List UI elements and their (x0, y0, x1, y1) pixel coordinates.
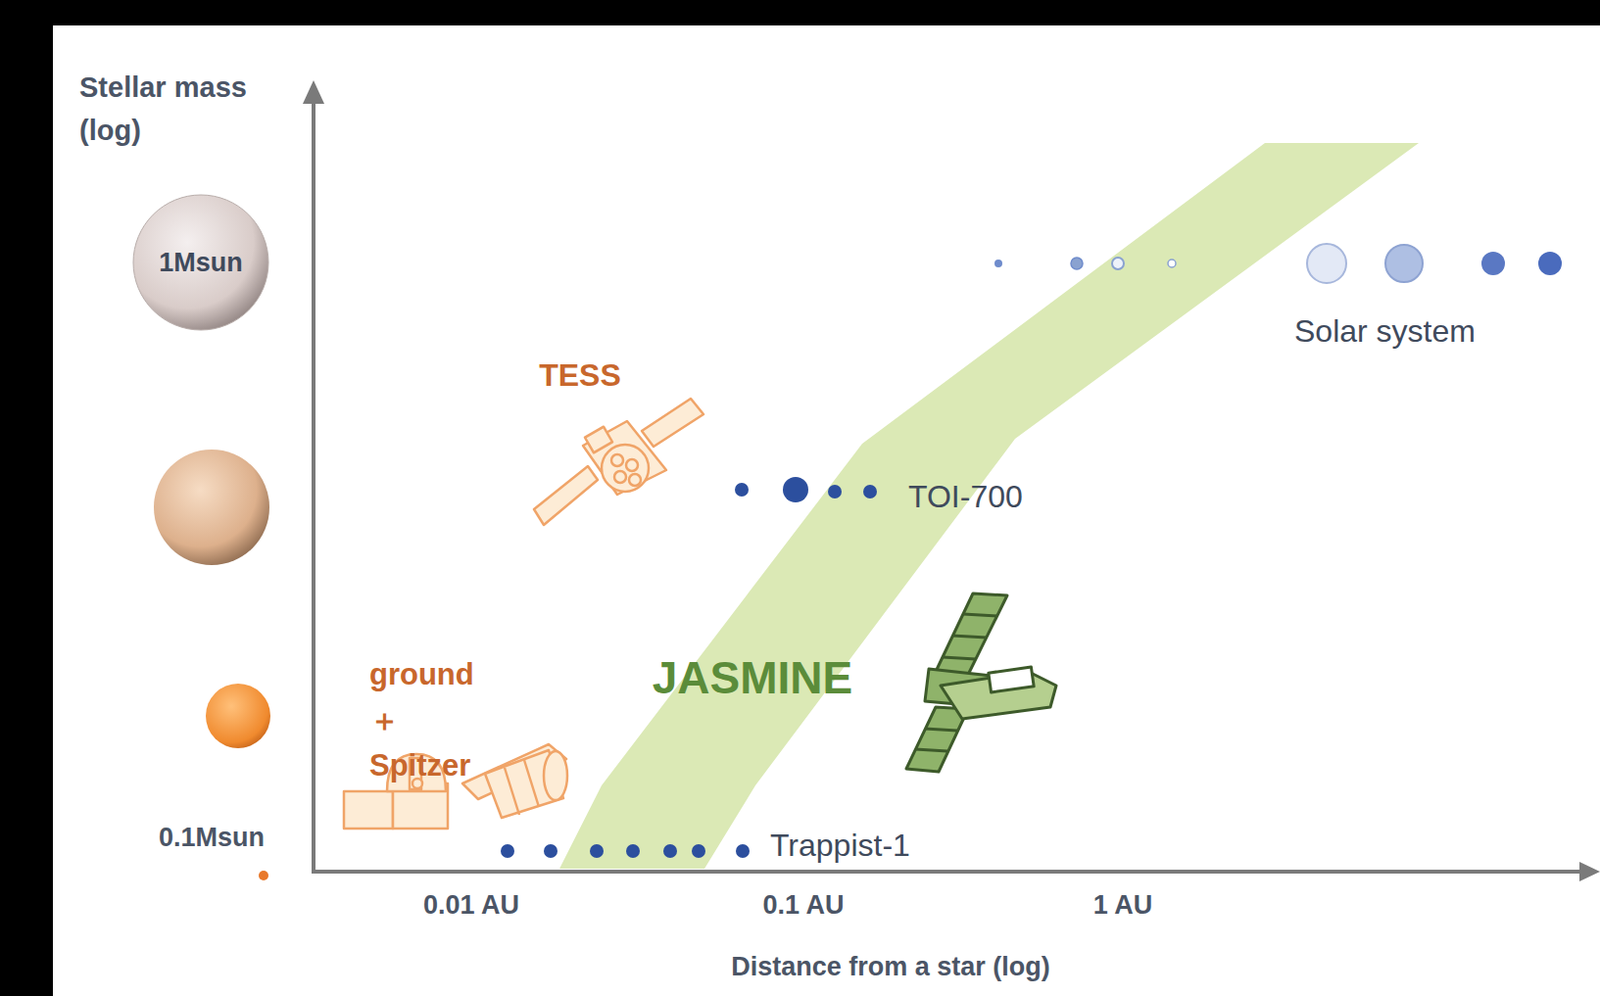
habitable-band (559, 143, 1419, 870)
star-circle: 1Msun (132, 193, 270, 332)
spitzer-telescope (462, 744, 568, 819)
star-sphere (153, 449, 270, 566)
jasmine-satellite (906, 593, 1057, 773)
system-label: TOI-700 (908, 478, 1023, 516)
system-label: Solar system (1294, 312, 1476, 350)
star-sphere (205, 683, 271, 749)
star-sphere (258, 871, 269, 881)
tick-label: 0.1Msun (158, 822, 265, 854)
system-label: Trappist-1 (770, 826, 911, 865)
mission-label: TESS (538, 356, 622, 394)
tick-label: 1 AU (1093, 889, 1154, 922)
toi700-planets (734, 477, 877, 503)
axes (311, 97, 1590, 873)
tick-label: 0.01 AU (423, 889, 520, 922)
mission-label: ground＋ Spitzer (369, 652, 475, 790)
node-label: 1Msun (158, 247, 243, 279)
tick-label: 0.1 AU (762, 889, 844, 922)
mission-label: JASMINE (652, 651, 853, 706)
axis-title: Stellar mass (log) (79, 66, 315, 152)
trappist-planets (500, 844, 750, 859)
y-axis-arrow (302, 80, 325, 104)
solar-system-planets (994, 243, 1562, 284)
x-axis-arrow (1579, 862, 1600, 882)
axis-title: Distance from a star (log) (730, 951, 1051, 983)
tess-satellite (533, 398, 704, 526)
